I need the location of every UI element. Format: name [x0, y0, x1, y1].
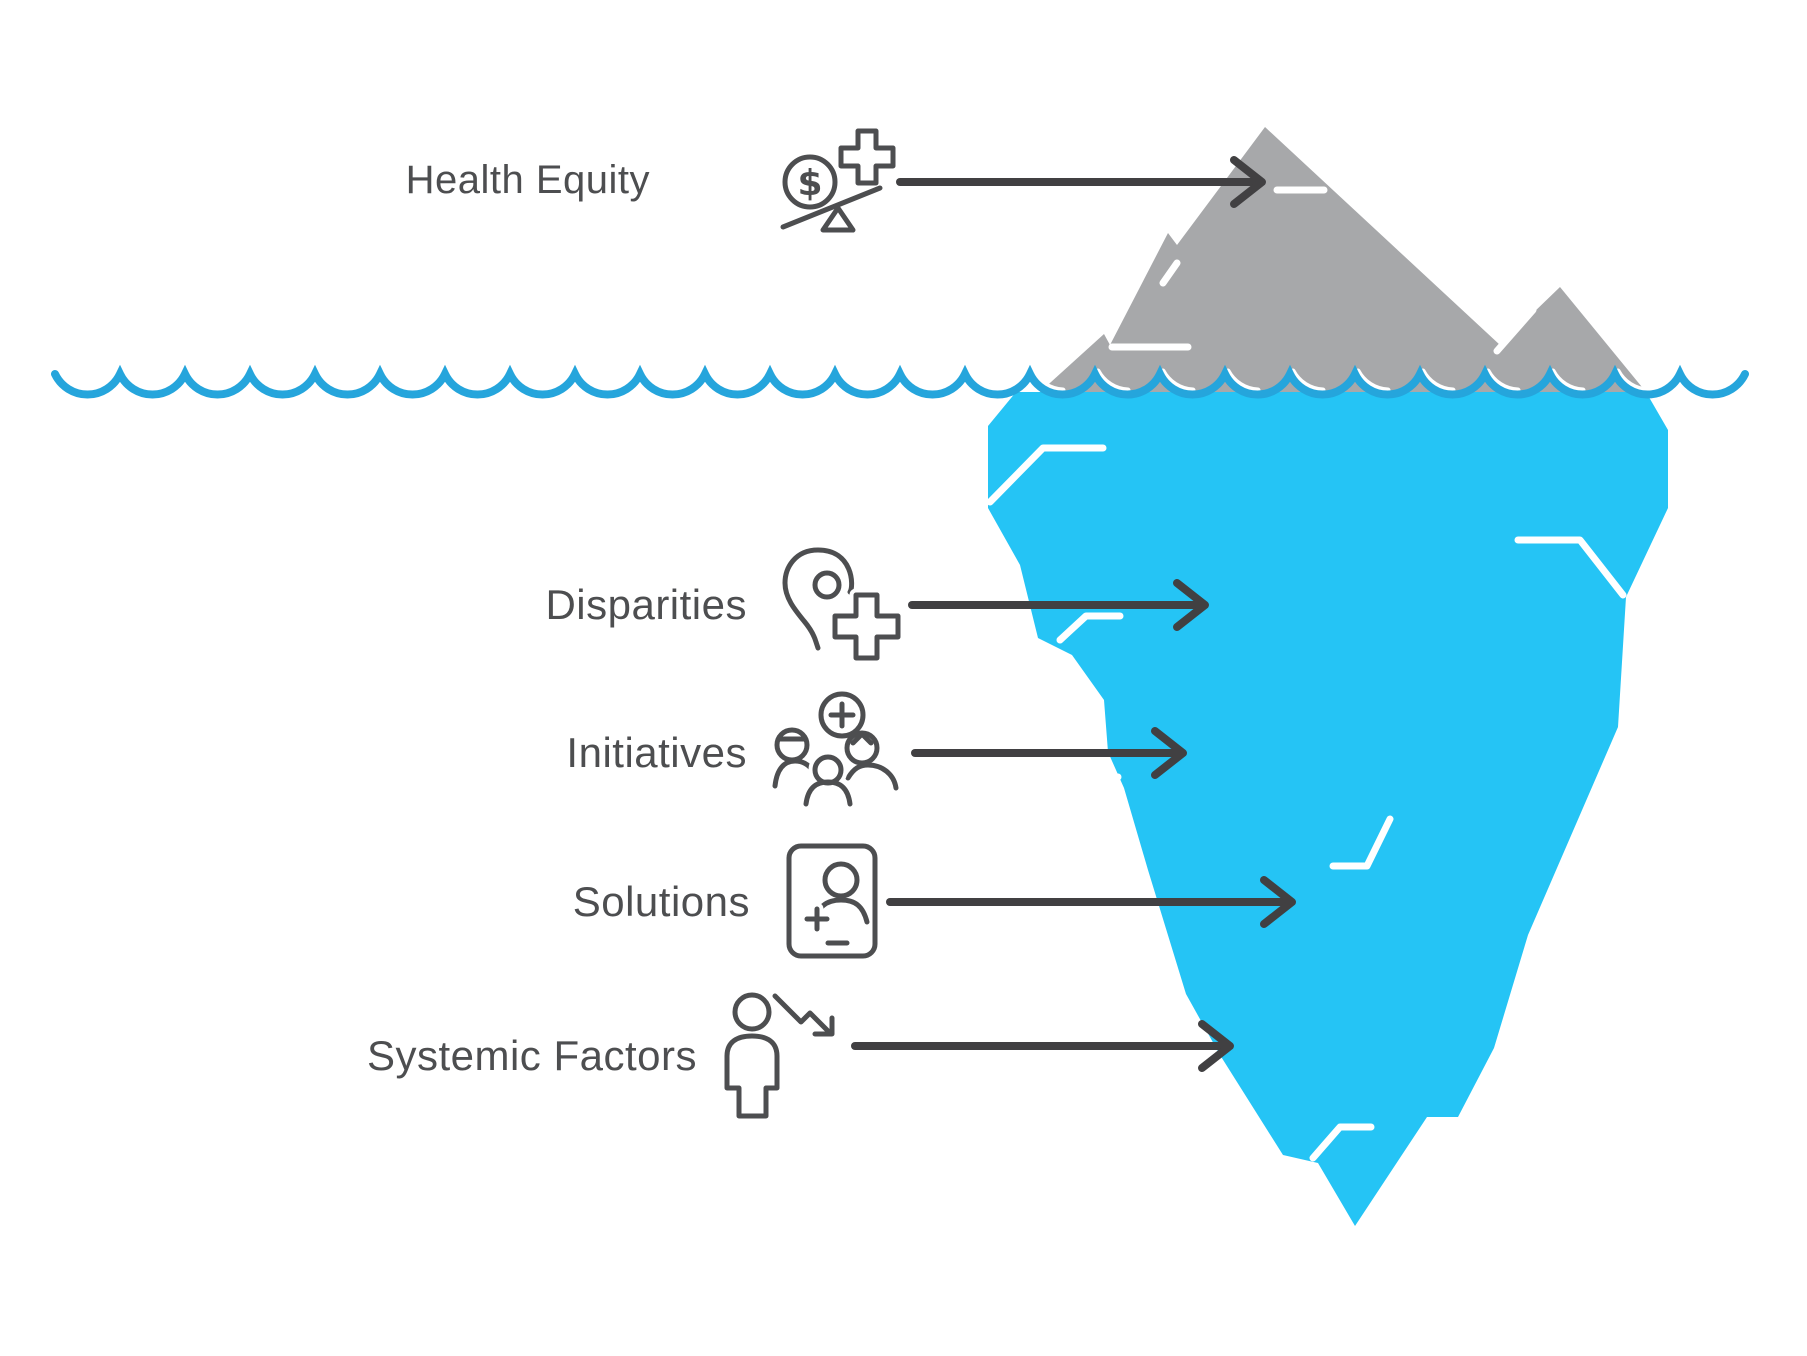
patient-id-card-icon: [785, 842, 879, 960]
iceberg-body-crack-lines: [986, 444, 1627, 1162]
person-head: [732, 992, 772, 1032]
decline-zigzag: [772, 993, 831, 1034]
waterline-wave: [51, 364, 1749, 399]
medical-cross-outline: [832, 592, 901, 661]
label-systemic-factors: Systemic Factors: [367, 1029, 697, 1083]
arrow-head: [1151, 727, 1187, 779]
location-pin-medical-cross-icon: [780, 542, 902, 664]
medical-cross-outline: [838, 128, 896, 186]
label-health-equity: Health Equity: [406, 153, 650, 207]
arrow-head: [1198, 1020, 1234, 1072]
arrow-head: [1230, 156, 1266, 208]
people-group-plus-icon: [772, 688, 902, 822]
label-disparities: Disparities: [545, 578, 747, 632]
balance-beam: [780, 185, 883, 230]
person-center-shoulders: [803, 779, 853, 807]
card-outline: [786, 843, 878, 959]
label-text: Disparities: [545, 581, 747, 628]
dollar-balance-medical-cross-icon: $: [770, 120, 896, 238]
iceberg-above-water: [1040, 127, 1646, 392]
wave-foam: [1030, 368, 1651, 393]
balance-fulcrum: [820, 205, 856, 233]
plus-circle: [818, 691, 866, 739]
iceberg-tip-crack-lines: [1108, 186, 1537, 355]
label-initiatives: Initiatives: [566, 726, 747, 780]
person-right-shoulders: [845, 762, 899, 791]
pin-inner-circle: [812, 570, 842, 600]
label-text: Health Equity: [405, 158, 650, 202]
arrow-head: [1173, 579, 1209, 631]
person-declining-trend-icon: [715, 988, 845, 1120]
person-right-hair: [850, 731, 874, 746]
arrow-health-equity: [896, 156, 1266, 208]
label-text: Solutions: [572, 878, 750, 925]
patient-head: [822, 861, 860, 899]
arrow-head: [1260, 876, 1296, 928]
dollar-sign: $: [797, 163, 822, 204]
arrow-solutions: [886, 876, 1296, 928]
arrow-initiatives: [911, 727, 1187, 779]
decline-arrowhead: [812, 1015, 835, 1037]
arrow-disparities: [908, 579, 1209, 631]
location-pin: [782, 547, 855, 651]
label-text: Systemic Factors: [366, 1032, 697, 1079]
label-text: Initiatives: [566, 729, 747, 776]
label-solutions: Solutions: [573, 875, 750, 929]
person-body: [724, 1033, 780, 1119]
person-left-shoulders: [772, 758, 816, 789]
person-left-head: [774, 727, 810, 763]
arrow-systemic-factors: [851, 1020, 1234, 1072]
iceberg-below-water: [988, 392, 1668, 1226]
dollar-coin-circle: [782, 154, 838, 210]
